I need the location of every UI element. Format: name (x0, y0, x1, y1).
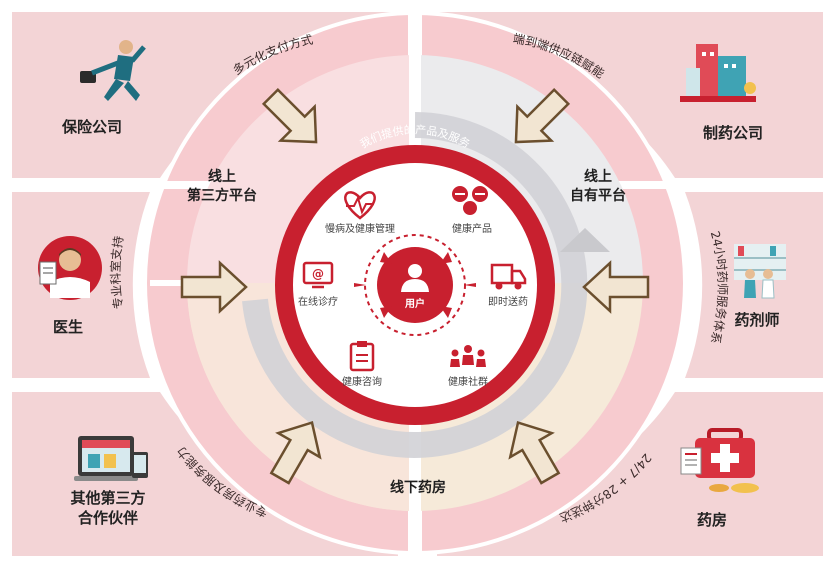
clipboard-icon (349, 341, 375, 372)
pills-icon (452, 186, 488, 215)
service-chronic-label: 慢病及健康管理 (325, 222, 395, 235)
arrow-from-partners (269, 420, 322, 485)
user-icon (401, 264, 429, 292)
svg-text:@: @ (312, 267, 324, 281)
entity-partners-label-line2: 合作伙伴 (77, 509, 138, 527)
service-community-label: 健康社群 (448, 375, 488, 388)
service-products-label: 健康产品 (452, 222, 492, 235)
medical-kit-icon (680, 428, 759, 493)
swirl (242, 112, 610, 458)
people-icon (450, 345, 486, 367)
arrow-from-doctor (180, 260, 248, 314)
service-online-consult-label: 在线诊疗 (298, 295, 338, 308)
arrow-from-pharmacist (582, 260, 650, 314)
arrow-from-pharma (514, 87, 571, 144)
monitor-at-icon: @ (302, 261, 334, 289)
entity-pharmacy-label: 药房 (697, 511, 727, 529)
platform-offline: 线下药房 (390, 479, 446, 496)
pharmacist-icon (734, 244, 786, 299)
entity-pharma-label: 制药公司 (703, 124, 763, 142)
user-badge: 用户 (377, 247, 453, 323)
platform-online-third-line1: 线上 (208, 168, 236, 185)
service-arrows (354, 252, 476, 318)
platform-online-own-line1: 线上 (584, 168, 612, 185)
platform-online-third-line2: 第三方平台 (187, 187, 257, 204)
service-consult-label: 健康咨询 (342, 375, 382, 388)
service-delivery-label: 即时送药 (488, 295, 528, 308)
entity-partners-label-line1: 其他第三方 (70, 489, 145, 507)
platform-online-own-line2: 自有平台 (570, 187, 626, 204)
user-label: 用户 (404, 297, 425, 310)
pharma-building-icon (680, 44, 756, 102)
entity-insurance-label: 保险公司 (61, 118, 122, 136)
online-store-icon (74, 436, 148, 481)
arrow-from-pharmacy (508, 420, 561, 485)
truck-icon (490, 263, 527, 290)
heart-pulse-icon (344, 191, 376, 220)
entity-pharmacist-label: 药剂师 (734, 311, 779, 329)
arrow-from-insurance (261, 87, 318, 144)
entity-doctor-label: 医生 (53, 318, 83, 336)
running-businessman-icon (80, 40, 146, 101)
doctor-icon (38, 236, 102, 300)
